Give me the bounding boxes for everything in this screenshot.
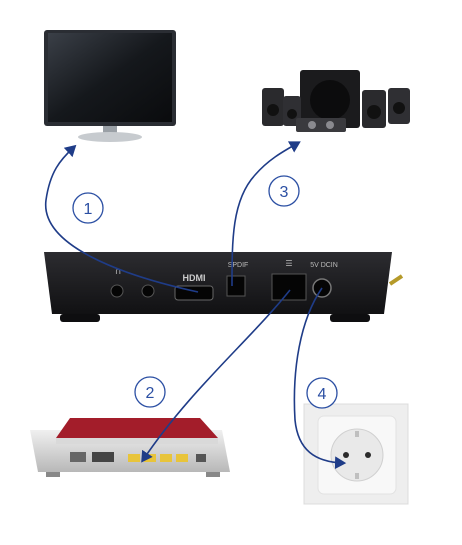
wall-socket-icon: [303, 403, 409, 505]
hdmi-port-label: HDMI: [183, 273, 206, 283]
step-circle-1: 1: [72, 192, 104, 224]
arrow-power-to-socket: [293, 287, 347, 470]
arrow-hdmi-to-tv: [45, 144, 199, 293]
connection-arrows: [45, 141, 347, 470]
power-port-label: 5V DCIN: [310, 262, 338, 269]
lan-port-label: ☰: [285, 259, 292, 268]
step-circle-4: 4: [306, 377, 338, 409]
step-number-3: 3: [280, 184, 289, 201]
tv-icon: [44, 30, 176, 142]
arrow-router-to-lan: [141, 289, 291, 463]
spdif-port-label: SPDIF: [228, 262, 249, 269]
step-circle-2: 2: [134, 376, 166, 408]
speaker-system-icon: [262, 70, 410, 132]
headphone-port-label: ∩: [115, 267, 122, 277]
step-number-1: 1: [84, 201, 93, 218]
arrow-spdif-to-speakers: [231, 141, 301, 287]
media-box: [44, 252, 404, 322]
step-number-2: 2: [146, 385, 155, 402]
step-circle-3: 3: [268, 175, 300, 207]
step-number-4: 4: [318, 386, 327, 403]
router-icon: [30, 418, 230, 477]
